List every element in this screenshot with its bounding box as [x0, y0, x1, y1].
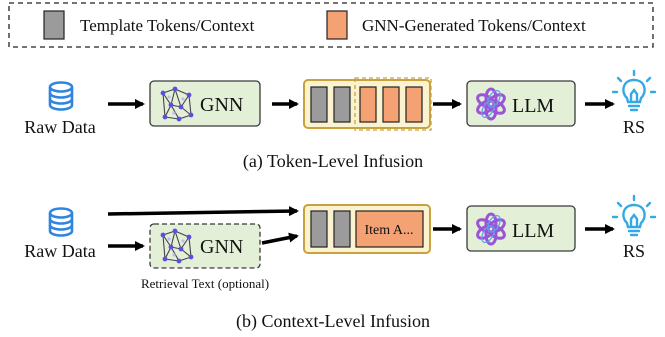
gnn-label: GNN	[200, 94, 243, 116]
template-token	[333, 210, 351, 248]
template-token	[310, 86, 328, 123]
gnn-box	[149, 223, 261, 269]
panel-token-level: Raw Data GNN LLM RS (a) Token-Level Infu…	[24, 69, 657, 172]
arrow	[261, 232, 299, 245]
panel-context-level: Raw Data GNN Retrieval Text (optional) I…	[24, 194, 657, 332]
legend: Template Tokens/Context GNN-Generated To…	[8, 2, 654, 48]
retrieval-note: Retrieval Text (optional)	[141, 276, 269, 291]
gnn-token	[382, 86, 400, 123]
template-token	[310, 210, 328, 248]
arrow	[107, 206, 299, 217]
legend-template-label: Template Tokens/Context	[80, 16, 255, 35]
template-token	[333, 86, 351, 123]
gnn-token-group	[354, 77, 432, 131]
gnn-box	[149, 80, 261, 127]
rs-label: RS	[623, 117, 645, 137]
rs-label: RS	[623, 241, 645, 261]
database-icon	[48, 81, 74, 111]
raw-data-label: Raw Data	[24, 241, 95, 261]
llm-label: LLM	[512, 95, 554, 117]
template-token-swatch	[43, 10, 65, 40]
gnn-token-swatch	[326, 10, 348, 40]
gnn-label: GNN	[200, 236, 243, 258]
gnn-token	[359, 86, 377, 123]
gnn-token	[405, 86, 423, 123]
caption-a: (a) Token-Level Infusion	[243, 151, 423, 172]
item-context-block	[355, 210, 424, 248]
caption-b: (b) Context-Level Infusion	[236, 311, 430, 332]
lightbulb-icon	[611, 69, 657, 112]
raw-data-label: Raw Data	[24, 117, 95, 137]
legend-frame	[8, 2, 654, 48]
item-context-text: Item A...	[365, 223, 414, 238]
llm-label: LLM	[512, 220, 554, 242]
legend-gnn-label: GNN-Generated Tokens/Context	[362, 16, 586, 35]
database-icon	[48, 207, 74, 237]
lightbulb-icon	[611, 194, 657, 237]
